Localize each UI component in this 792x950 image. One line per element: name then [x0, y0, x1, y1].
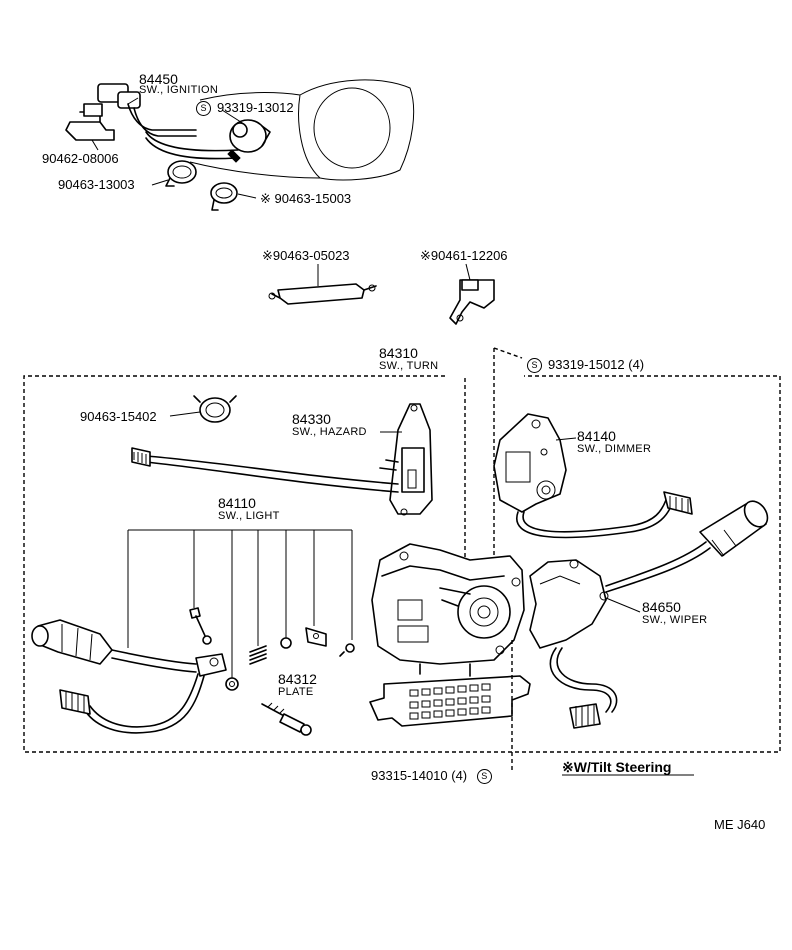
- tilt-bracket-a-code: 90463-05023: [272, 248, 350, 263]
- reference-code: ME J640: [714, 817, 766, 832]
- clamp-a-label: 90463-13003: [58, 177, 135, 192]
- light-switch-drawing: [31, 619, 227, 734]
- light-switch-small-parts: [189, 607, 355, 691]
- light-switch-bracket-lines: [127, 529, 353, 680]
- leader-90463-13003: [151, 179, 169, 186]
- leader-90462-08006: [91, 139, 99, 151]
- clamp-c-label: 90463-15402: [80, 409, 157, 424]
- turn-screw-label: S 93319-15012 (4): [527, 357, 645, 374]
- tilt-note-text: W/Tilt Steering: [573, 759, 672, 775]
- ignition-switch-drawing: [97, 83, 271, 163]
- plate-part-name: PLATE: [278, 686, 314, 698]
- turn-part-name: SW., TURN: [379, 360, 439, 372]
- dimmer-switch-drawing: [493, 413, 693, 539]
- leader-93319-13012: [221, 109, 245, 125]
- steering-column-housing-outline: [189, 79, 415, 181]
- leader-90463-15003: [237, 193, 257, 199]
- clamp-90463-13003-drawing: [165, 160, 197, 187]
- tilt-steering-note: ※W/Tilt Steering: [562, 760, 671, 774]
- light-part-name: SW., LIGHT: [218, 510, 280, 522]
- bracket-90462-drawing: [65, 103, 115, 141]
- wiper-part-name: SW., WIPER: [642, 614, 708, 626]
- bracket-90463-05023-drawing: [268, 283, 377, 305]
- plate-part-number: 84312: [278, 671, 317, 687]
- leader-84140: [555, 437, 577, 441]
- clamp-b-label: ※ 90463-15003: [260, 192, 351, 205]
- clamp-b-code: 90463-15003: [274, 191, 352, 206]
- screw-symbol-icon: S: [527, 358, 542, 374]
- light-part-number: 84110: [218, 495, 256, 511]
- clamp-90463-15003-drawing: [210, 182, 238, 211]
- leader-93319-15012: [493, 347, 523, 560]
- bracket-90462-label: 90462-08006: [42, 151, 119, 166]
- screw-symbol-icon: S: [196, 101, 211, 117]
- turn-part-number: 84310: [379, 345, 418, 361]
- leader-90463-15402: [169, 411, 201, 417]
- hazard-part-number: 84330: [292, 411, 331, 427]
- leader-84450: [127, 97, 139, 105]
- hazard-switch-drawing: [379, 403, 433, 516]
- ignition-part-number: 84450: [139, 71, 178, 87]
- tilt-note-mark: ※: [420, 248, 431, 263]
- bottom-screw-label: 93315-14010 (4) S: [371, 768, 492, 785]
- wiper-switch-drawing: [529, 500, 769, 729]
- dimmer-part-name: SW., DIMMER: [577, 443, 652, 455]
- turn-switch-drawing: [371, 543, 525, 677]
- leader-90461-12206: [465, 263, 471, 281]
- plate-84312-drawing: [261, 702, 312, 736]
- tilt-note-mark: ※: [260, 191, 271, 206]
- screw-symbol-icon: S: [476, 769, 492, 785]
- tilt-note-mark: ※: [262, 248, 273, 263]
- hazard-part-name: SW., HAZARD: [292, 426, 367, 438]
- bottom-screw-code: 93315-14010 (4): [371, 768, 468, 783]
- bracket-90461-12206-drawing: [449, 279, 495, 325]
- dimmer-part-number: 84140: [577, 428, 616, 444]
- tilt-note-mark: ※: [562, 759, 574, 775]
- ignition-screw-code: 93319-13012: [217, 100, 294, 115]
- assembly-boundary: [23, 375, 781, 753]
- tilt-bracket-b-code: 90461-12206: [430, 248, 508, 263]
- wiper-part-number: 84650: [642, 599, 681, 615]
- ignition-screw-label: S 93319-13012: [196, 100, 294, 117]
- tilt-bracket-a-label: ※90463-05023: [262, 249, 350, 262]
- clamp-90463-15402-drawing: [193, 395, 237, 423]
- ignition-part-name: SW., IGNITION: [139, 84, 219, 96]
- hazard-harness-drawing: [131, 447, 399, 493]
- connector-block-drawing: [369, 675, 531, 727]
- turn-screw-code: 93319-15012 (4): [548, 357, 645, 372]
- tilt-bracket-b-label: ※90461-12206: [420, 249, 508, 262]
- leader-84650: [605, 597, 641, 613]
